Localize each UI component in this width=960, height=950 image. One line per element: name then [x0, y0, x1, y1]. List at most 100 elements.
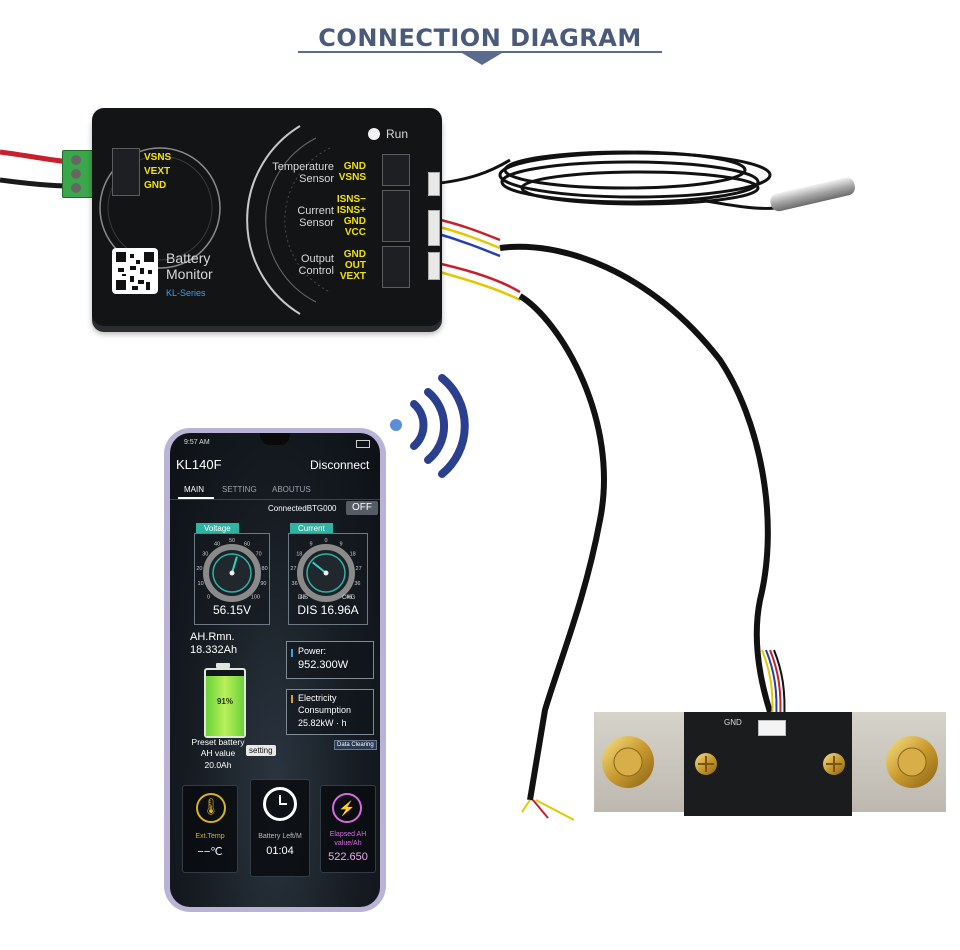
- red-power-wire: [0, 149, 71, 165]
- battery-monitor-device: Run VSNS VEXT GND Battery Monitor KL-Ser…: [92, 108, 442, 326]
- voltage-gauge-tick-label: 100: [251, 594, 260, 600]
- output-pin-gnd: GND: [343, 249, 366, 260]
- temperature-probe-cable: [431, 150, 776, 210]
- run-label: Run: [386, 127, 409, 141]
- voltage-gauge-tick-label: 0: [207, 594, 210, 600]
- current-ribbon: Current: [290, 523, 333, 534]
- current-gauge-needle: [312, 561, 327, 574]
- consumption-indicator: [291, 695, 293, 703]
- data-clearing-button[interactable]: Data Clearing: [334, 740, 377, 750]
- plug-current: [428, 210, 440, 246]
- output-control-label1: Output: [300, 253, 334, 265]
- current-dis-label: DIS: [298, 595, 309, 601]
- current-gauge-tick-label: 0: [324, 538, 327, 544]
- clock-icon: [263, 787, 297, 821]
- current-gauge-tick-label: 27: [356, 566, 362, 572]
- output-control-cable: [518, 293, 607, 801]
- battery-left-value: 01:04: [266, 845, 294, 857]
- qr-code-icon: [112, 248, 158, 294]
- plug-output: [428, 252, 440, 280]
- battery-level-fill: [206, 675, 244, 736]
- current-sensor-label2: Sensor: [299, 217, 334, 229]
- lightning-icon: ⚡: [332, 793, 362, 823]
- temp-connector: [382, 154, 410, 186]
- voltage-gauge-hub: [229, 570, 235, 576]
- consumption-box: [286, 689, 374, 735]
- voltage-gauge-tick-label: 30: [202, 552, 208, 558]
- current-pin-isns-pos: ISNS+: [336, 205, 366, 216]
- disconnect-button[interactable]: Disconnect: [310, 458, 370, 472]
- tab-setting[interactable]: SETTING: [222, 485, 257, 494]
- battery-status-icon: [356, 440, 370, 448]
- power-indicator: [291, 649, 293, 657]
- current-sensor-cable: [499, 243, 773, 713]
- current-connector: [382, 190, 410, 242]
- elapsed-ah-label1: Elapsed AH: [329, 831, 367, 838]
- screw-left-icon: [695, 753, 717, 775]
- preset-value: 20.0Ah: [204, 760, 232, 770]
- power-box: [286, 641, 374, 679]
- power-connector: [112, 148, 140, 196]
- preset-label1: Preset battery: [191, 737, 245, 747]
- current-chg-label: CHG: [342, 595, 356, 601]
- current-gauge-tick-label: 9: [339, 542, 342, 548]
- temp-sensor-label2: Sensor: [299, 173, 334, 185]
- current-gauge-tick-label: 45: [346, 594, 352, 600]
- title-arrow-icon: [462, 53, 502, 65]
- temperature-probe-tip: [770, 177, 856, 212]
- current-gauge-tick-label: 27: [290, 566, 296, 572]
- current-gauge-hub: [323, 570, 329, 576]
- tab-aboutus[interactable]: ABOUTUS: [272, 485, 311, 494]
- tab-main-underline: [178, 497, 214, 499]
- current-value: DIS 16.96A: [297, 603, 359, 617]
- tab-main[interactable]: MAIN: [184, 485, 204, 494]
- pin-vext: VEXT: [144, 166, 171, 177]
- voltage-gauge-tick-label: 60: [244, 542, 250, 548]
- current-gauge-tick-label: 18: [296, 552, 302, 558]
- output-toggle[interactable]: OFF: [346, 501, 378, 515]
- current-sensor-label1: Current: [297, 205, 334, 217]
- title-underline: [298, 51, 662, 53]
- brand-line2: Monitor: [166, 266, 213, 282]
- black-power-wire: [0, 177, 71, 189]
- setting-button[interactable]: setting: [246, 745, 276, 756]
- plug-temperature: [428, 172, 440, 196]
- preset-label2: AH value: [200, 748, 236, 758]
- pin-vsns: VSNS: [144, 152, 172, 163]
- wifi-signal-icon: [390, 374, 469, 478]
- connected-label: ConnectedBTG000: [268, 504, 337, 513]
- current-pin-gnd: GND: [343, 216, 366, 227]
- voltage-gauge-tick-label: 80: [262, 566, 268, 572]
- current-pin-isns-neg: ISNS−: [336, 194, 366, 205]
- battery-left-label: Battery Left/M: [258, 833, 302, 840]
- output-connector: [382, 246, 410, 288]
- consumption-label1: Electricity: [298, 693, 337, 703]
- ext-temp-label: Ext.Temp: [195, 833, 225, 840]
- run-led-icon: [368, 128, 380, 140]
- temp-pin-gnd: GND: [343, 161, 366, 172]
- voltage-gauge-tick-label: 10: [198, 581, 204, 587]
- app-title: KL140F: [176, 457, 222, 472]
- current-gauge-tick-label: 36: [292, 581, 298, 587]
- consumption-label2: Consumption: [298, 705, 352, 715]
- current-gauge-tick-label: 45: [300, 594, 306, 600]
- voltage-gauge-tick-label: 50: [229, 538, 235, 544]
- voltage-gauge-tick-label: 90: [260, 581, 266, 587]
- brand-line1: Battery: [166, 250, 211, 266]
- elapsed-ah-label2: value/Ah: [334, 840, 362, 847]
- ext-temp-value: −−℃: [197, 846, 223, 858]
- power-value: 952.300W: [298, 659, 349, 671]
- temp-sensor-label1: Temperature: [272, 161, 334, 173]
- battery-body: [204, 668, 246, 738]
- power-label: Power:: [298, 646, 327, 656]
- shunt-bolts: [602, 736, 938, 788]
- bolt-right-icon: [886, 736, 938, 788]
- current-gauge-tick-label: 36: [354, 581, 360, 587]
- battery-percent: 91%: [216, 697, 233, 706]
- elapsed-ah-value: 522.650: [328, 851, 368, 863]
- pin-gnd: GND: [144, 180, 167, 191]
- screw-right-icon: [823, 753, 845, 775]
- temp-pin-vsns: VSNS: [338, 172, 366, 183]
